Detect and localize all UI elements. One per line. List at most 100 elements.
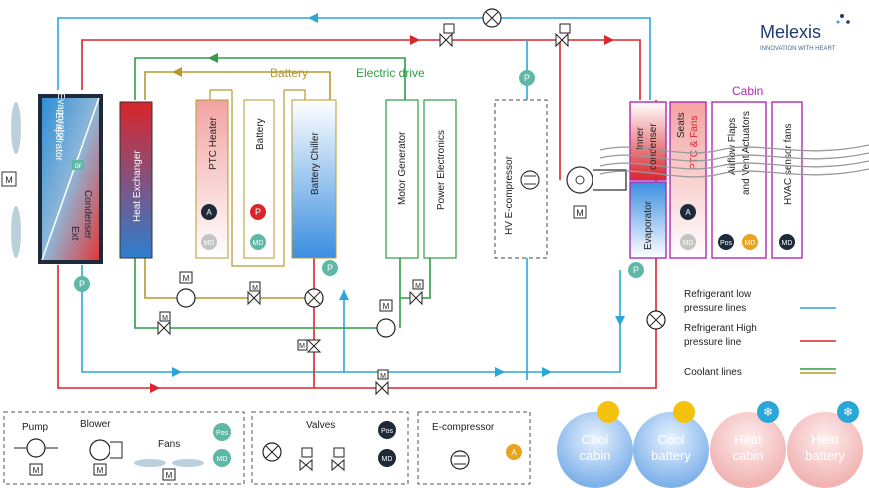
svg-text:M: M — [33, 466, 40, 475]
battery-label: Battery — [255, 118, 266, 150]
svg-text:MD: MD — [217, 456, 228, 463]
key-blower-label: Blower — [80, 419, 111, 430]
key-valve-3way — [331, 458, 345, 472]
key-motor-driver-badge-dark — [378, 449, 396, 467]
inner-condenser-label-2: condenser — [648, 123, 659, 170]
legend-low-2: pressure lines — [684, 303, 746, 314]
key-blower-symbol — [89, 439, 111, 461]
svg-text:battery: battery — [805, 448, 845, 463]
brand-tagline: INNOVATION WITH HEART — [760, 46, 836, 52]
snowflake-icon — [837, 401, 859, 423]
mode-heat-cabin[interactable]: ❄ Heat cabin — [710, 401, 786, 488]
key-pump-symbol — [26, 438, 46, 458]
low-pressure-line-top — [57, 17, 651, 100]
ptc-heater-label: PTC Heater — [208, 117, 219, 170]
air-flow-lines — [599, 144, 869, 178]
condenser-label: Condenser — [82, 190, 93, 240]
refrigerant-valve-chiller: M — [297, 339, 322, 353]
airflow-label-1: Airflow Flaps — [727, 118, 738, 175]
actuator-badge — [201, 204, 217, 220]
flow-arrow — [208, 53, 218, 63]
seats-label-1: Seats — [676, 112, 687, 138]
battery-chiller-label: Battery Chiller — [310, 132, 321, 195]
radiator-fan: M — [1, 102, 21, 258]
key-valves-label: Valves — [306, 420, 335, 431]
svg-text:M: M — [380, 373, 386, 380]
sun-icon — [673, 401, 695, 423]
motor-driver-badge — [779, 234, 795, 250]
heat-exchanger — [119, 101, 153, 259]
compressor-symbol — [520, 170, 540, 190]
svg-text:Heat: Heat — [734, 432, 762, 447]
brand-name: Melexis — [760, 22, 821, 42]
cabin-section-label: Cabin — [732, 84, 763, 98]
key-position-badge — [213, 423, 231, 441]
motor-generator-label: Motor Generator — [397, 131, 408, 205]
key-box-ecompressor — [417, 411, 531, 485]
svg-text:M: M — [576, 208, 584, 218]
key-fan-symbol — [134, 459, 166, 467]
pressure-sensor-label: P — [524, 73, 530, 83]
ptc-heater — [195, 99, 229, 259]
svg-text:cabin: cabin — [579, 448, 610, 463]
mode-cool-cabin[interactable]: Cool cabin — [557, 401, 633, 488]
coolant-green-bottom — [134, 258, 380, 329]
pressure-sensor-label: P — [327, 263, 333, 273]
flow-arrow — [172, 67, 182, 77]
legend-high-1: Refrigerant High — [684, 323, 757, 334]
flow-arrow — [339, 290, 349, 300]
pressure-sensor-label: P — [79, 279, 85, 289]
cabin-expansion-valve — [646, 310, 666, 330]
svg-text:A: A — [206, 208, 212, 217]
battery-pressure-sensor — [250, 204, 266, 220]
key-compressor-symbol — [450, 450, 470, 470]
svg-text:MD: MD — [782, 240, 793, 247]
svg-text:P: P — [255, 207, 261, 217]
or-label: or — [74, 161, 81, 170]
flow-arrow — [615, 316, 625, 326]
power-electronics — [423, 99, 457, 259]
pressure-sensors — [74, 70, 644, 292]
sun-icon — [597, 401, 619, 423]
refrigerant-valve-bottom: M — [375, 369, 389, 396]
high-pressure-line-top — [81, 39, 641, 100]
svg-text:battery: battery — [651, 448, 691, 463]
flow-arrow — [150, 383, 160, 393]
key-motor-driver-badge — [213, 449, 231, 467]
flow-arrow — [410, 35, 420, 45]
key-box-actuators — [3, 411, 245, 485]
coolant-pump-gold: M — [176, 271, 196, 308]
cabin-evaporator — [629, 181, 667, 259]
mode-heat-battery[interactable]: ❄ Heat battery — [787, 401, 863, 488]
key-box-valves — [251, 411, 409, 485]
valve-top-red-2 — [555, 23, 571, 48]
svg-text:MD: MD — [683, 240, 694, 247]
cabin-evaporator-label: Evaporator — [643, 200, 654, 250]
svg-text:M: M — [183, 274, 190, 283]
seats-label-2: PTC & Fans — [689, 116, 700, 170]
mode-cool-battery[interactable]: Cool battery — [633, 401, 709, 488]
evaporator-condenser-ext: Evaporator or — [38, 93, 103, 264]
coolant-gold-bottom — [144, 258, 322, 299]
hv-compressor-label: HV E-compressor — [504, 155, 515, 235]
key-valve-2way — [299, 458, 313, 472]
pressure-sensor-label: P — [633, 265, 639, 275]
inner-condenser — [629, 101, 667, 181]
svg-text:M: M — [415, 283, 421, 290]
flow-arrow — [604, 35, 614, 45]
airflow-label-2: and Vent Actuators — [741, 111, 752, 195]
svg-text:A: A — [511, 448, 517, 457]
evaporator-label: Evaporator — [53, 112, 64, 162]
heat-exchanger-label: Heat Exchanger — [132, 150, 143, 222]
svg-text:Cool: Cool — [582, 432, 609, 447]
battery-chiller — [291, 99, 337, 259]
svg-text:M: M — [162, 315, 168, 322]
actuator-badge — [680, 204, 696, 220]
inner-condenser-label-1: Inner — [635, 127, 646, 150]
fan-motor-label: M — [5, 175, 13, 185]
legend-coolant: Coolant lines — [684, 367, 742, 378]
motor-driver-badge — [250, 234, 266, 250]
three-way-valve: M — [409, 279, 424, 306]
coolant-green-top — [134, 57, 406, 100]
